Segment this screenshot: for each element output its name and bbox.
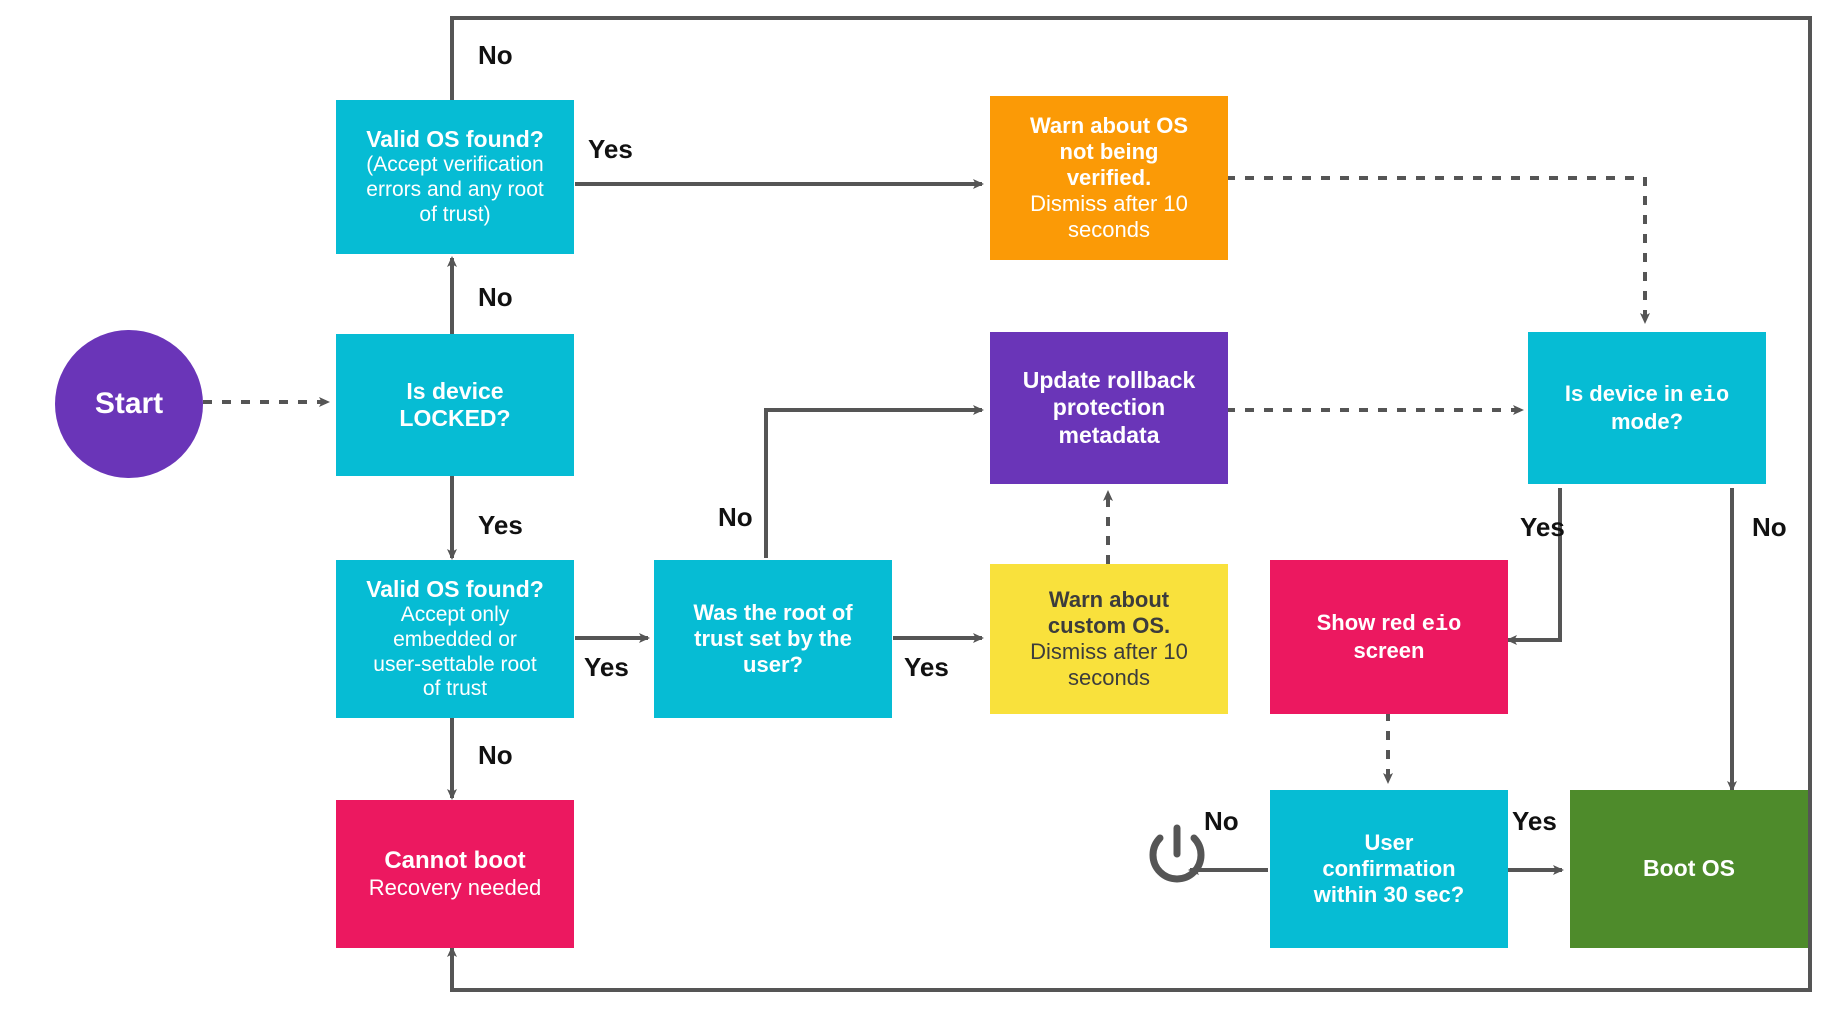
node-valid-os-unlocked[interactable]: Valid OS found? (Accept verification err… [336,100,574,254]
eio-mode-line-1: Is device in eio [1565,381,1729,409]
eio-mode-pre: Is device in [1564,381,1690,407]
edge-label-confirm-no: No [1204,806,1239,836]
warn-custom-title-1: Warn about [1048,587,1170,613]
show-eio-pre: Show red [1316,610,1422,636]
valid-os-locked-sub-2: embedded or [393,627,517,651]
node-root-of-trust[interactable]: Was the root of trust set by the user? [654,560,892,718]
valid-os-unlocked-sub-1: (Accept verification [366,153,544,177]
warn-unverified-title-2: not being [1059,139,1159,165]
valid-os-locked-title: Valid OS found? [366,575,544,602]
edge-label-unlocked-valid-no: No [478,40,513,70]
node-cannot-boot[interactable]: Cannot boot Recovery needed [336,800,574,948]
node-is-device-eio-mode[interactable]: Is device in eio mode? [1528,332,1766,484]
edge-label-locked-no: No [478,282,513,312]
eio-mode-code: eio [1689,383,1730,409]
update-rollback-line-1: Update rollback [1022,367,1196,394]
valid-os-locked-sub-1: Accept only [400,603,510,627]
show-eio-line-1: Show red eio [1317,610,1462,638]
is-locked-line-2: LOCKED? [399,405,511,431]
update-rollback-line-3: metadata [1058,421,1160,448]
edge-label-locked-yes: Yes [478,510,523,540]
node-warn-custom-os[interactable]: Warn about custom OS. Dismiss after 10 s… [990,564,1228,714]
edge-warnunverified-to-eio [1226,176,1650,324]
valid-os-unlocked-sub-3: of trust) [419,202,491,226]
valid-os-unlocked-sub-2: errors and any root [366,178,544,202]
warn-unverified-title-1: Warn about OS [1029,113,1189,139]
edge-label-confirm-yes: Yes [1512,806,1557,836]
node-is-device-locked[interactable]: Is device LOCKED? [336,334,574,476]
root-of-trust-line-3: user? [743,651,803,677]
edge-eio-yes [1506,488,1562,645]
valid-os-locked-sub-3: user-settable root [373,652,537,676]
warn-unverified-sub-2: seconds [1068,216,1150,242]
edge-label-rot-yes: Yes [904,652,949,682]
user-confirm-line-3: within 30 sec? [1313,881,1465,907]
boot-os-label: Boot OS [1643,855,1735,882]
node-show-red-eio-screen[interactable]: Show red eio screen [1270,560,1508,714]
edge-label-eio-no: No [1752,512,1787,542]
warn-unverified-title-3: verified. [1066,165,1152,191]
warn-custom-title-2: custom OS. [1047,613,1171,639]
show-eio-code: eio [1421,612,1462,638]
node-start[interactable]: Start [55,330,203,478]
user-confirm-line-1: User [1364,830,1414,856]
show-eio-line-2: screen [1353,638,1425,663]
eio-mode-line-2: mode? [1610,409,1684,434]
edge-label-unlocked-valid-yes: Yes [588,134,633,164]
node-warn-os-not-verified[interactable]: Warn about OS not being verified. Dismis… [990,96,1228,260]
valid-os-locked-sub-4: of trust [422,677,488,701]
edge-label-locked-valid-yes: Yes [584,652,629,682]
warn-unverified-sub-1: Dismiss after 10 [1030,190,1188,216]
warn-custom-sub-1: Dismiss after 10 [1030,639,1188,664]
edge-label-rot-no: No [718,502,753,532]
edge-rot-no [764,405,984,558]
is-locked-line-1: Is device [406,377,504,404]
node-boot-os[interactable]: Boot OS [1570,790,1808,948]
edge-label-locked-valid-no: No [478,740,513,770]
valid-os-unlocked-title: Valid OS found? [366,126,544,153]
edge-unlockedvalid-no-loop [447,16,1812,992]
root-of-trust-line-2: trust set by the [694,626,852,652]
warn-custom-sub-2: seconds [1068,664,1150,690]
power-icon [1149,824,1205,883]
node-user-confirmation[interactable]: User confirmation within 30 sec? [1270,790,1508,948]
edge-label-eio-yes: Yes [1520,512,1565,542]
user-confirm-line-2: confirmation [1322,856,1456,882]
start-label: Start [94,387,164,421]
cannot-boot-sub: Recovery needed [368,875,542,901]
root-of-trust-line-1: Was the root of [693,600,853,626]
cannot-boot-title: Cannot boot [384,846,526,874]
node-valid-os-locked[interactable]: Valid OS found? Accept only embedded or … [336,560,574,718]
node-update-rollback-metadata[interactable]: Update rollback protection metadata [990,332,1228,484]
update-rollback-line-2: protection [1052,394,1166,421]
